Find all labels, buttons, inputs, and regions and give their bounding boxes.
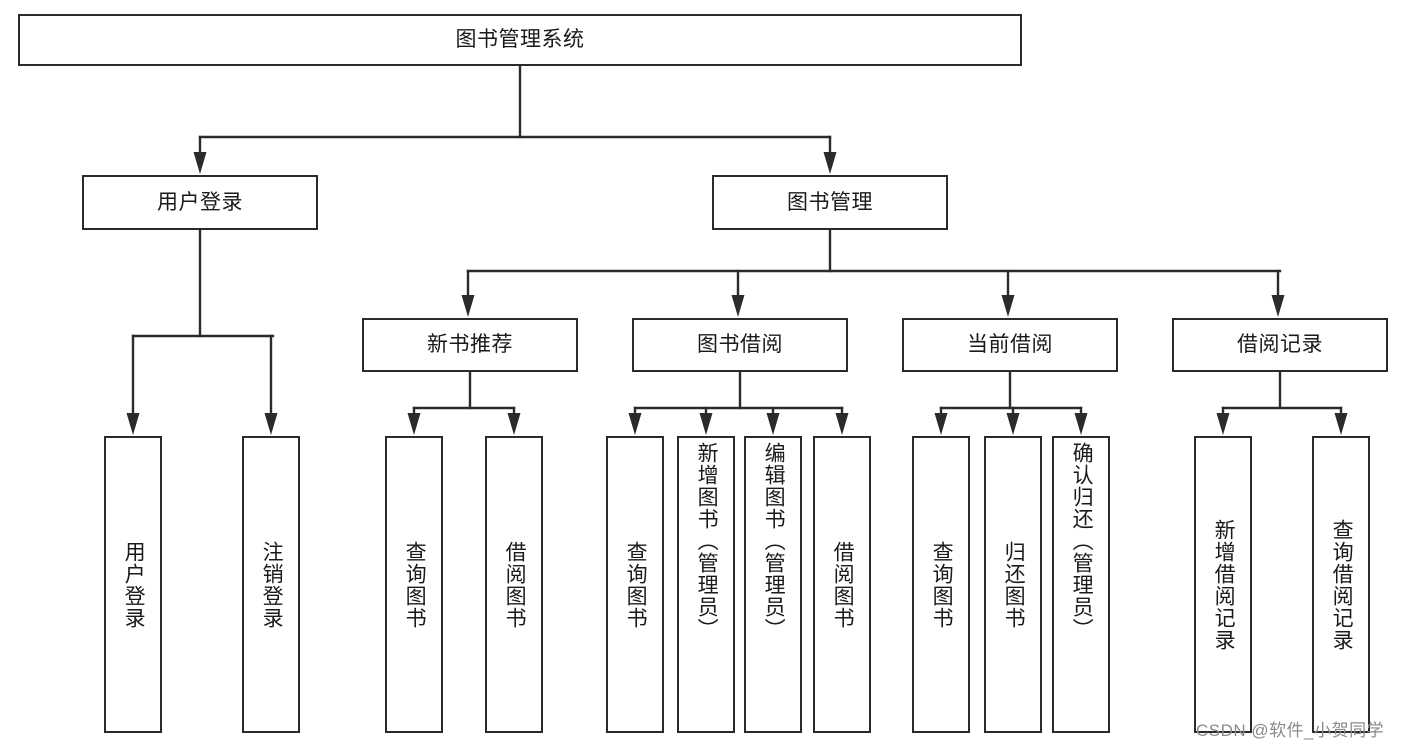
node-leaf-borrow-3[interactable]: 编辑图书（管理员） bbox=[744, 436, 802, 733]
node-label: 查询图书 bbox=[930, 540, 954, 629]
node-label: 借阅记录 bbox=[1237, 333, 1323, 357]
node-leaf-cur-2[interactable]: 归还图书 bbox=[984, 436, 1042, 733]
arrow-to-current bbox=[1001, 295, 1015, 317]
arrow-to-leaf-new-1 bbox=[407, 413, 421, 435]
node-leaf-login-1[interactable]: 用户登录 bbox=[104, 436, 162, 733]
arrow-to-newbook bbox=[461, 295, 475, 317]
node-label: 查询图书 bbox=[403, 540, 427, 629]
arrow-to-leaf-login-2 bbox=[264, 413, 278, 435]
node-leaf-rec-1[interactable]: 新增借阅记录 bbox=[1194, 436, 1252, 733]
arrow-to-bookmgmt bbox=[823, 152, 837, 174]
node-label: 用户登录 bbox=[122, 540, 146, 629]
node-label: 借阅图书 bbox=[831, 540, 855, 629]
node-leaf-login-2[interactable]: 注销登录 bbox=[242, 436, 300, 733]
node-leaf-borrow-2[interactable]: 新增图书（管理员） bbox=[677, 436, 735, 733]
arrow-to-leaf-cur-3 bbox=[1074, 413, 1088, 435]
node-label: 编辑图书（管理员） bbox=[762, 442, 786, 640]
arrow-to-leaf-borrow-4 bbox=[835, 413, 849, 435]
arrow-to-leaf-rec-2 bbox=[1334, 413, 1348, 435]
node-leaf-new-2[interactable]: 借阅图书 bbox=[485, 436, 543, 733]
arrow-to-leaf-borrow-2 bbox=[699, 413, 713, 435]
node-current[interactable]: 当前借阅 bbox=[902, 318, 1118, 372]
watermark-label: CSDN @软件_小贺同学 bbox=[1196, 721, 1385, 740]
node-borrow[interactable]: 图书借阅 bbox=[632, 318, 848, 372]
arrow-to-login bbox=[193, 152, 207, 174]
node-records[interactable]: 借阅记录 bbox=[1172, 318, 1388, 372]
node-label: 新增借阅记录 bbox=[1212, 518, 1236, 651]
node-leaf-rec-2[interactable]: 查询借阅记录 bbox=[1312, 436, 1370, 733]
node-bookmgmt[interactable]: 图书管理 bbox=[712, 175, 948, 230]
node-label: 新增图书（管理员） bbox=[695, 442, 719, 640]
node-leaf-cur-1[interactable]: 查询图书 bbox=[912, 436, 970, 733]
arrow-to-borrow bbox=[731, 295, 745, 317]
node-label: 归还图书 bbox=[1002, 540, 1026, 629]
node-leaf-borrow-4[interactable]: 借阅图书 bbox=[813, 436, 871, 733]
node-root[interactable]: 图书管理系统 bbox=[18, 14, 1022, 66]
node-leaf-new-1[interactable]: 查询图书 bbox=[385, 436, 443, 733]
node-label: 当前借阅 bbox=[967, 333, 1053, 357]
node-label: 注销登录 bbox=[260, 540, 284, 629]
arrow-to-leaf-cur-2 bbox=[1006, 413, 1020, 435]
node-label: 图书管理系统 bbox=[455, 28, 585, 52]
node-label: 新书推荐 bbox=[427, 333, 513, 357]
node-label: 图书借阅 bbox=[697, 333, 783, 357]
node-login[interactable]: 用户登录 bbox=[82, 175, 318, 230]
arrow-to-leaf-rec-1 bbox=[1216, 413, 1230, 435]
node-label: 借阅图书 bbox=[503, 540, 527, 629]
node-label: 查询借阅记录 bbox=[1330, 518, 1354, 651]
node-label: 图书管理 bbox=[787, 190, 873, 214]
node-label: 查询图书 bbox=[624, 540, 648, 629]
arrow-to-leaf-cur-1 bbox=[934, 413, 948, 435]
arrow-to-leaf-borrow-3 bbox=[766, 413, 780, 435]
arrow-to-leaf-new-2 bbox=[507, 413, 521, 435]
node-leaf-borrow-1[interactable]: 查询图书 bbox=[606, 436, 664, 733]
node-leaf-cur-3[interactable]: 确认归还（管理员） bbox=[1052, 436, 1110, 733]
node-newbook[interactable]: 新书推荐 bbox=[362, 318, 578, 372]
arrow-to-leaf-borrow-1 bbox=[628, 413, 642, 435]
node-label: 用户登录 bbox=[157, 190, 243, 214]
node-label: 确认归还（管理员） bbox=[1070, 442, 1094, 640]
arrow-to-records bbox=[1271, 295, 1285, 317]
arrow-to-leaf-login-1 bbox=[126, 413, 140, 435]
